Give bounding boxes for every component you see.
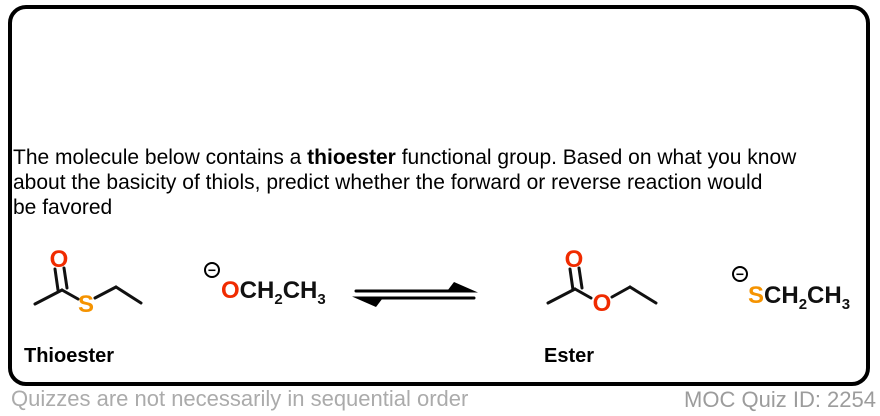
ethoxide-oxygen: O: [221, 277, 240, 304]
sulfur-ethyl-bond: [93, 285, 118, 300]
thioester-label: Thioester: [24, 345, 115, 367]
ethyl-terminal-bond: [628, 285, 658, 305]
thiolate-frag2: CH: [807, 282, 842, 309]
thiolate-sub2: 3: [841, 295, 851, 313]
ethoxide-negative-charge-icon: −: [204, 262, 220, 278]
thiolate-formula: SCH2CH3: [748, 283, 850, 318]
question-line2: about the basicity of thiols, predict wh…: [13, 171, 763, 194]
carbon-sulfur-bond: [60, 288, 80, 301]
question-text: The molecule below contains a thioester …: [13, 145, 861, 220]
oxygen-ethyl-bond: [610, 285, 632, 299]
carbonyl-double-bond-1: [53, 267, 60, 292]
ethoxide-formula: OCH2CH3: [221, 278, 326, 313]
question-part1: The molecule below contains a: [13, 146, 308, 169]
question-bold-term: thioester: [307, 146, 396, 169]
footer-note: Quizzes are not necessarily in sequentia…: [11, 386, 469, 411]
ethyl-terminal-bond: [114, 285, 143, 305]
equilibrium-arrows-icon: [352, 282, 478, 307]
ester-label: Ester: [544, 345, 595, 367]
methyl-bond: [546, 287, 577, 305]
ester-oxygen-label: O: [593, 290, 612, 317]
carbonyl-double-bond-2: [577, 266, 584, 290]
methyl-bond: [33, 288, 64, 306]
forward-arrowhead: [446, 282, 478, 293]
sulfur-label: S: [78, 291, 94, 318]
ethoxide-frag1: CH: [239, 277, 275, 304]
carbonyl-oxygen-label: O: [50, 246, 69, 273]
ethoxide-sub1: 2: [274, 290, 283, 308]
carbonyl-double-bond-1: [568, 267, 575, 292]
thioester-structure: O S: [33, 246, 143, 318]
thiolate-sulfur: S: [748, 282, 765, 309]
reverse-arrowhead: [352, 296, 384, 307]
carbonyl-oxygen-label: O: [565, 246, 584, 273]
carbonyl-double-bond-2: [62, 266, 69, 290]
quiz-id: MOC Quiz ID: 2254: [684, 387, 876, 412]
carbon-oxygen-bond: [573, 287, 593, 300]
ester-structure: O O: [546, 246, 658, 317]
quiz-border-box: [8, 5, 870, 386]
ethoxide-sub2: 3: [317, 290, 326, 308]
thiolate-frag1: CH: [764, 282, 799, 309]
question-part2: functional group. Based on what you know: [395, 146, 797, 169]
ethoxide-frag2: CH: [282, 277, 318, 304]
thiolate-negative-charge-icon: −: [732, 266, 748, 282]
question-line3: be favored: [13, 196, 113, 219]
thiolate-sub1: 2: [798, 295, 808, 313]
